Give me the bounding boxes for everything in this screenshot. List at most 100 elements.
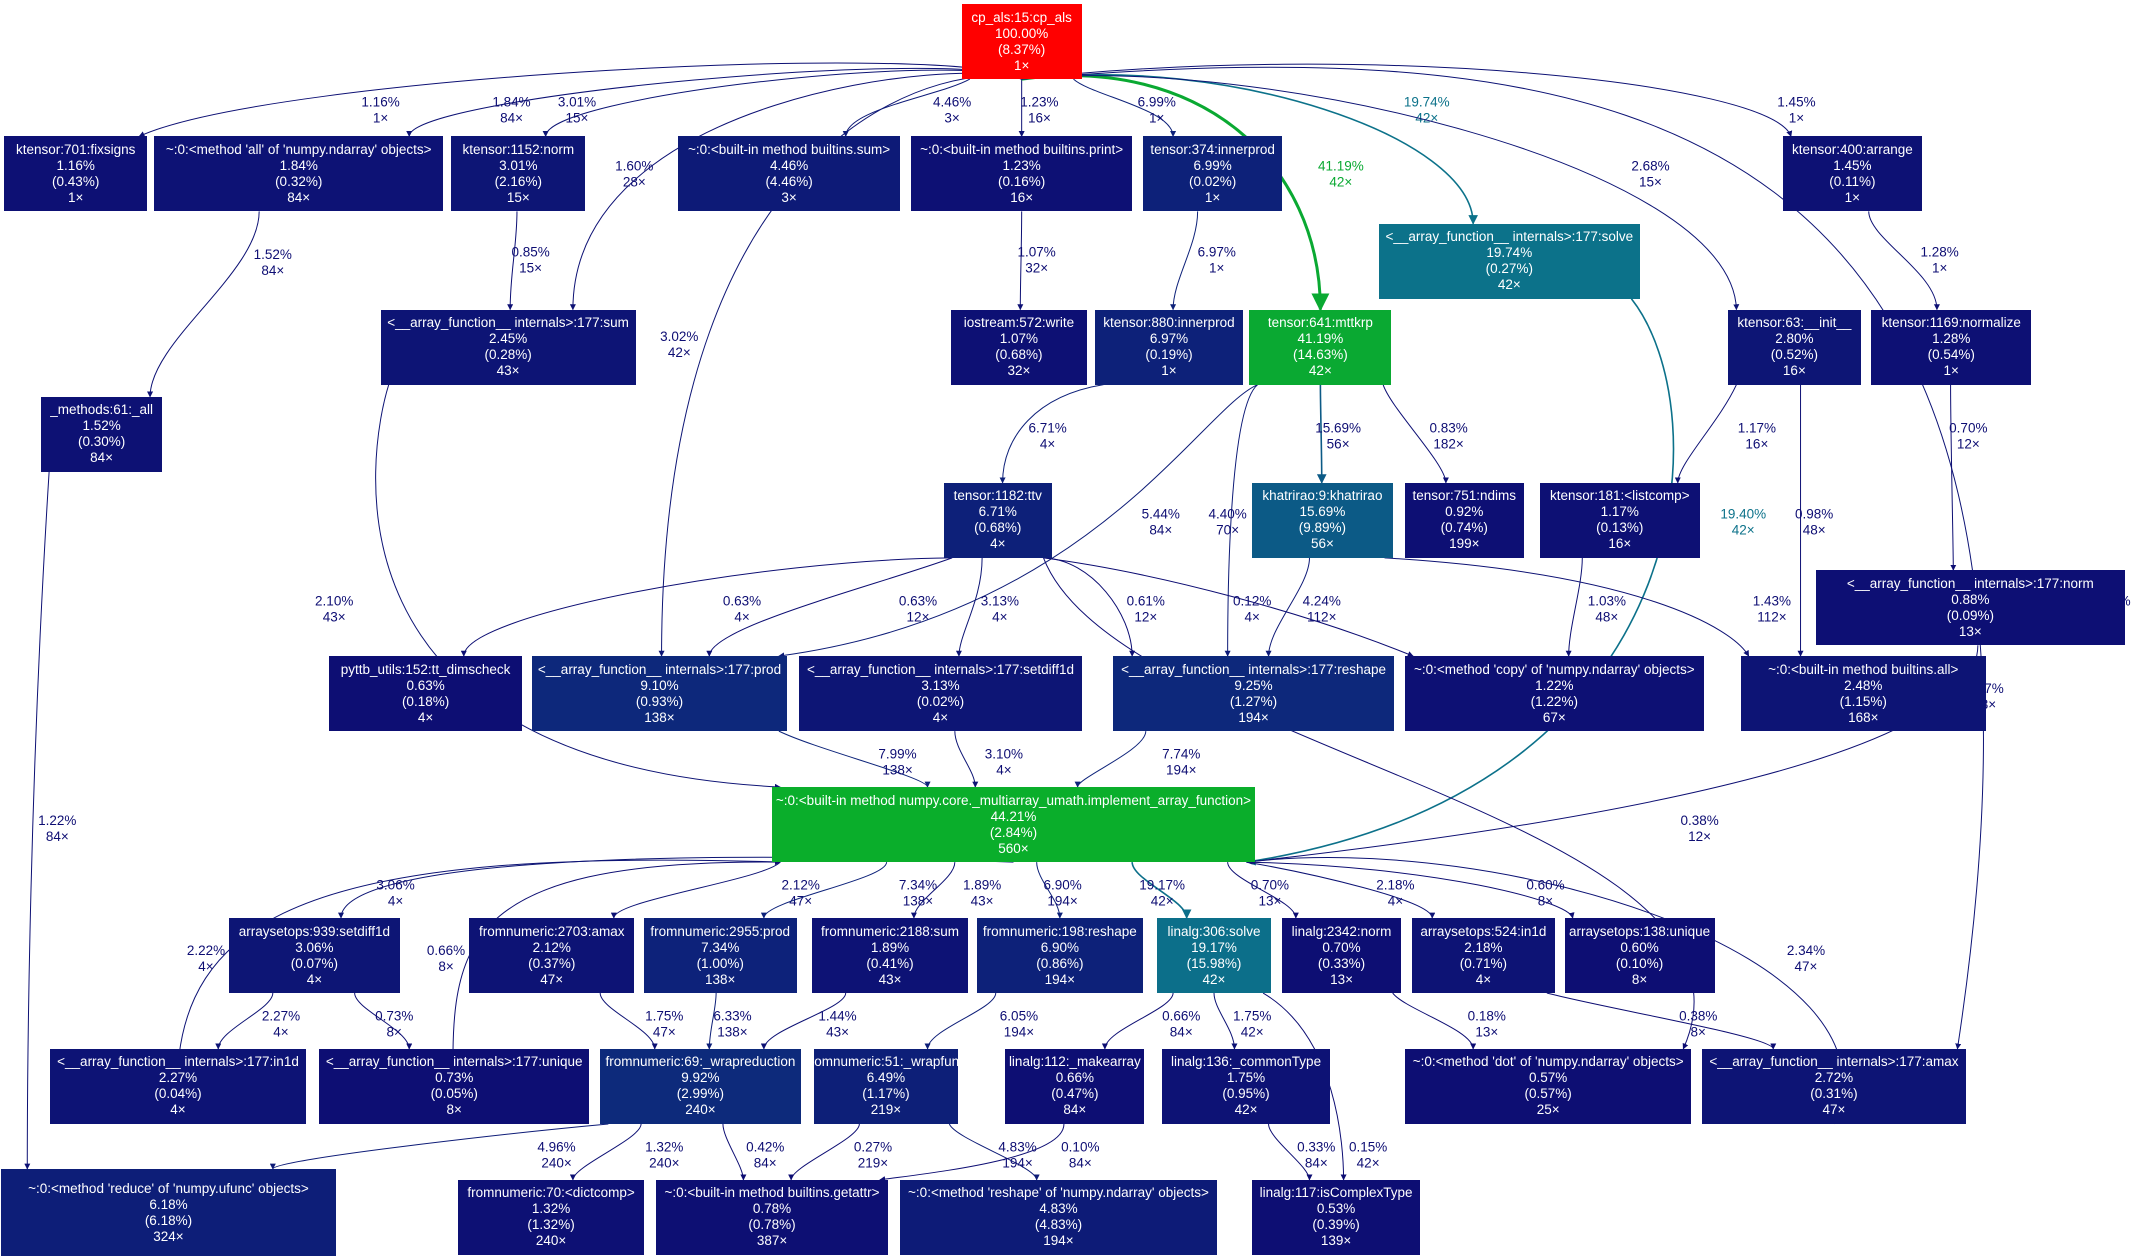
node-af-reshape[interactable]: <__array_function__ internals>:177:resha… <box>1113 656 1395 732</box>
node-self-percent: (0.33%) <box>1317 955 1366 971</box>
node-function-name: ~:0:<method 'all' of 'numpy.ndarray' obj… <box>165 141 432 157</box>
node-af-setdiff1d[interactable]: <__array_function__ internals>:177:setdi… <box>799 656 1082 732</box>
node-call-count: 16× <box>1608 536 1632 552</box>
node-self-percent: (14.63%) <box>1292 347 1348 363</box>
edge-call-count-label: 1× <box>1789 110 1804 125</box>
node-af-solve[interactable]: <__array_function__ internals>:177:solve… <box>1379 223 1640 299</box>
edge-in1d-to-af-amax <box>1546 992 1777 1050</box>
node-self-percent: (0.93%) <box>635 693 684 709</box>
node-bi-print[interactable]: ~:0:<built-in method builtins.print>1.23… <box>911 136 1133 212</box>
edge-impl-af-to-fn-sum <box>910 862 956 919</box>
node-af-unique[interactable]: <__array_function__ internals>:177:uniqu… <box>319 1048 590 1124</box>
node-self-percent: (0.74%) <box>1440 520 1488 536</box>
node-function-name: linalg:2342:norm <box>1291 923 1392 939</box>
edge-call-count-label: 8× <box>1538 893 1553 908</box>
node-reshape-method[interactable]: ~:0:<method 'reshape' of 'numpy.ndarray'… <box>900 1179 1217 1255</box>
edge-call-count-label: 84× <box>46 829 69 844</box>
edge-cp-als-to-t-innerprod <box>1073 78 1177 138</box>
node-function-name: arraysetops:939:setdiff1d <box>238 923 391 939</box>
node-kt-init[interactable]: ktensor:63:__init__2.80%(0.52%)16× <box>1728 309 1861 385</box>
node-dictcomp[interactable]: fromnumeric:70:<dictcomp>1.32%(1.32%)240… <box>458 1179 644 1255</box>
node-bi-getattr[interactable]: ~:0:<built-in method builtins.getattr>0.… <box>656 1179 888 1255</box>
edge-percent-label: 0.73% <box>375 1008 413 1023</box>
edge-kt-init-to-listcomp <box>1674 384 1737 484</box>
node-total-percent: 2.27% <box>158 1070 198 1086</box>
node-bi-all[interactable]: ~:0:<built-in method builtins.all>2.48%(… <box>1740 656 1987 732</box>
node-listcomp[interactable]: ktensor:181:<listcomp>1.17%(0.13%)16× <box>1540 482 1700 558</box>
edge-percent-label: 1.89% <box>963 877 1001 892</box>
node-call-count: 56× <box>1310 536 1334 552</box>
node-total-percent: 1.28% <box>1932 331 1971 347</box>
node-function-name: _methods:61:_all <box>50 402 154 418</box>
node-bi-sum[interactable]: ~:0:<built-in method builtins.sum>4.46%(… <box>677 136 901 212</box>
node-all-method[interactable]: ~:0:<method 'all' of 'numpy.ndarray' obj… <box>154 136 444 212</box>
node-self-percent: (4.83%) <box>1034 1217 1083 1233</box>
node-self-percent: (2.16%) <box>494 173 542 189</box>
edge-percent-label: 0.70% <box>1251 877 1289 892</box>
node-dot-method[interactable]: ~:0:<method 'dot' of 'numpy.ndarray' obj… <box>1404 1048 1692 1124</box>
edge-percent-label: 0.12% <box>1233 594 1271 609</box>
node-copy-method[interactable]: ~:0:<method 'copy' of 'numpy.ndarray' ob… <box>1404 656 1704 732</box>
edge-call-count-label: 43× <box>826 1024 849 1039</box>
edge-t-innerprod-to-kt-innerprod <box>1170 211 1199 311</box>
edge-wrapreduction-to-bi-getattr <box>722 1123 747 1181</box>
node-function-name: tensor:1182:ttv <box>953 488 1042 504</box>
node-call-count: 84× <box>1063 1102 1087 1118</box>
edge-call-count-label: 15× <box>566 110 589 125</box>
node-self-percent: (0.32%) <box>275 173 323 189</box>
edge-percent-label: 0.63% <box>723 594 761 609</box>
edge-percent-label: 1.28% <box>1921 244 1959 259</box>
node-call-count: 168× <box>1848 709 1879 725</box>
edge-call-count-label: 84× <box>500 110 523 125</box>
edge-call-count-label: 8× <box>1691 1024 1706 1039</box>
node-self-percent: (8.37%) <box>998 41 1046 57</box>
edge-percent-label: 1.32% <box>645 1139 683 1154</box>
node-total-percent: 3.13% <box>921 677 960 693</box>
edge-wrapfunc-to-reshape-method <box>948 1123 1040 1181</box>
node-function-name: <__array_function__ internals>:177:in1d <box>57 1054 299 1070</box>
edge-call-count-label: 138× <box>882 762 912 777</box>
edge-call-count-label: 4× <box>1244 610 1259 625</box>
node-reduce-method[interactable]: ~:0:<method 'reduce' of 'numpy.ufunc' ob… <box>1 1168 336 1257</box>
edge-call-count-label: 194× <box>1002 1155 1032 1170</box>
edge-call-count-label: 43× <box>971 893 994 908</box>
node-function-name: <__array_function__ internals>:177:solve <box>1385 229 1634 245</box>
node-impl-af[interactable]: ~:0:<built-in method numpy.core._multiar… <box>772 787 1255 863</box>
edge-percent-label: 2.34% <box>1787 943 1825 958</box>
edge-kt-norm-to-af-sum <box>507 211 518 311</box>
node-self-percent: (2.84%) <box>989 824 1038 840</box>
